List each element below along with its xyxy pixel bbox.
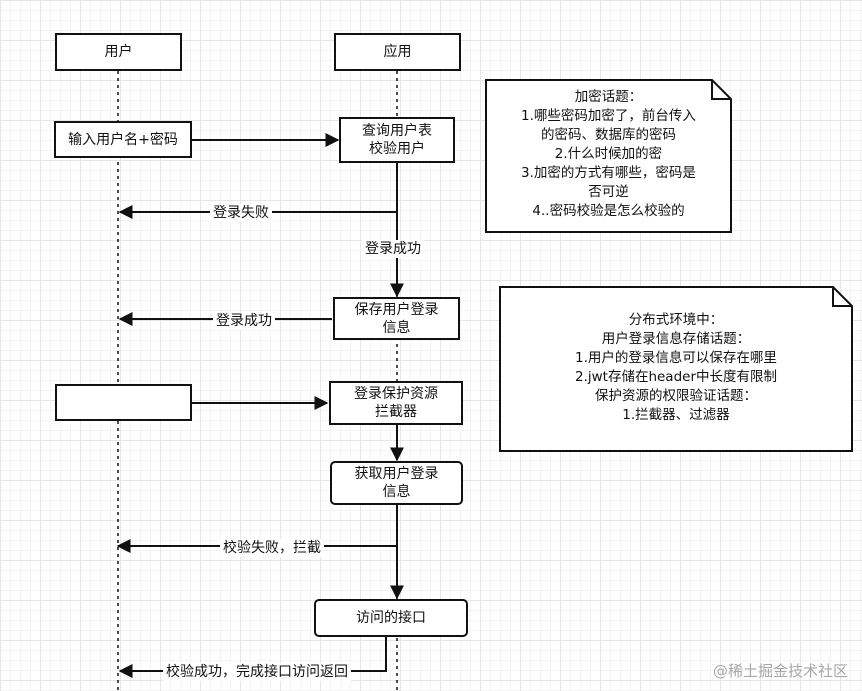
encryption-note-line: 4..密码校验是怎么校验的 <box>532 203 685 219</box>
distributed-note-line: 1.用户的登录信息可以保存在哪里 <box>575 350 777 366</box>
login-fail-label: 登录失败 <box>210 204 272 222</box>
encryption-note-shape <box>485 79 732 233</box>
query-user-box: 查询用户表 校验用户 <box>339 117 455 163</box>
login-input-box: 输入用户名+密码 <box>54 121 192 158</box>
encryption-note-line: 1.哪些密码加密了，前台传入 <box>521 108 696 124</box>
verify-success-label: 校验成功，完成接口访问返回 <box>163 663 351 681</box>
distributed-note-line: 用户登录信息存储话题： <box>601 331 751 347</box>
participant-user-label: 用户 <box>104 44 133 60</box>
participant-app: 应用 <box>334 33 461 71</box>
encryption-note: 加密话题： 1.哪些密码加密了，前台传入 的密码、数据库的密码 2.什么时候加的… <box>490 88 727 221</box>
access-api-box: 访问的接口 <box>314 599 468 637</box>
query-user-label: 查询用户表 校验用户 <box>362 123 432 157</box>
get-info-box: 获取用户登录 信息 <box>330 461 463 505</box>
distributed-note-line: 2.jwt存储在header中长度有限制 <box>574 369 778 385</box>
distributed-note: 分布式环境中： 用户登录信息存储话题： 1.用户的登录信息可以保存在哪里 2.j… <box>504 311 848 425</box>
distributed-note-line: 保护资源的权限验证话题： <box>595 388 757 404</box>
encryption-note-line: 加密话题： <box>574 89 643 105</box>
encryption-note-line: 2.什么时候加的密 <box>554 146 663 162</box>
encryption-note-line: 的密码、数据库的密码 <box>541 127 676 143</box>
participant-user: 用户 <box>55 33 182 71</box>
login-success-down-label: 登录成功 <box>362 240 424 258</box>
blank-request-box <box>55 384 192 421</box>
protect-resource-label: 登录保护资源 拦截器 <box>354 386 438 420</box>
distributed-note-shape <box>499 286 853 452</box>
encryption-note-line: 3.加密的方式有哪些，密码是 <box>521 165 696 181</box>
verify-fail-label: 校验失败，拦截 <box>220 539 324 557</box>
login-input-label: 输入用户名+密码 <box>68 131 178 148</box>
save-info-box: 保存用户登录 信息 <box>333 297 460 340</box>
watermark: @稀土掘金技术社区 <box>712 662 848 680</box>
get-info-label: 获取用户登录 信息 <box>354 466 439 500</box>
participant-app-label: 应用 <box>383 44 412 60</box>
access-api-label: 访问的接口 <box>356 610 426 626</box>
save-info-label: 保存用户登录 信息 <box>354 301 439 336</box>
distributed-note-line: 1.拦截器、过滤器 <box>622 407 730 423</box>
distributed-note-line: 分布式环境中： <box>628 312 724 328</box>
protect-resource-box: 登录保护资源 拦截器 <box>329 381 463 425</box>
encryption-note-line: 否可逆 <box>588 184 629 200</box>
login-success-back-label: 登录成功 <box>213 312 275 330</box>
